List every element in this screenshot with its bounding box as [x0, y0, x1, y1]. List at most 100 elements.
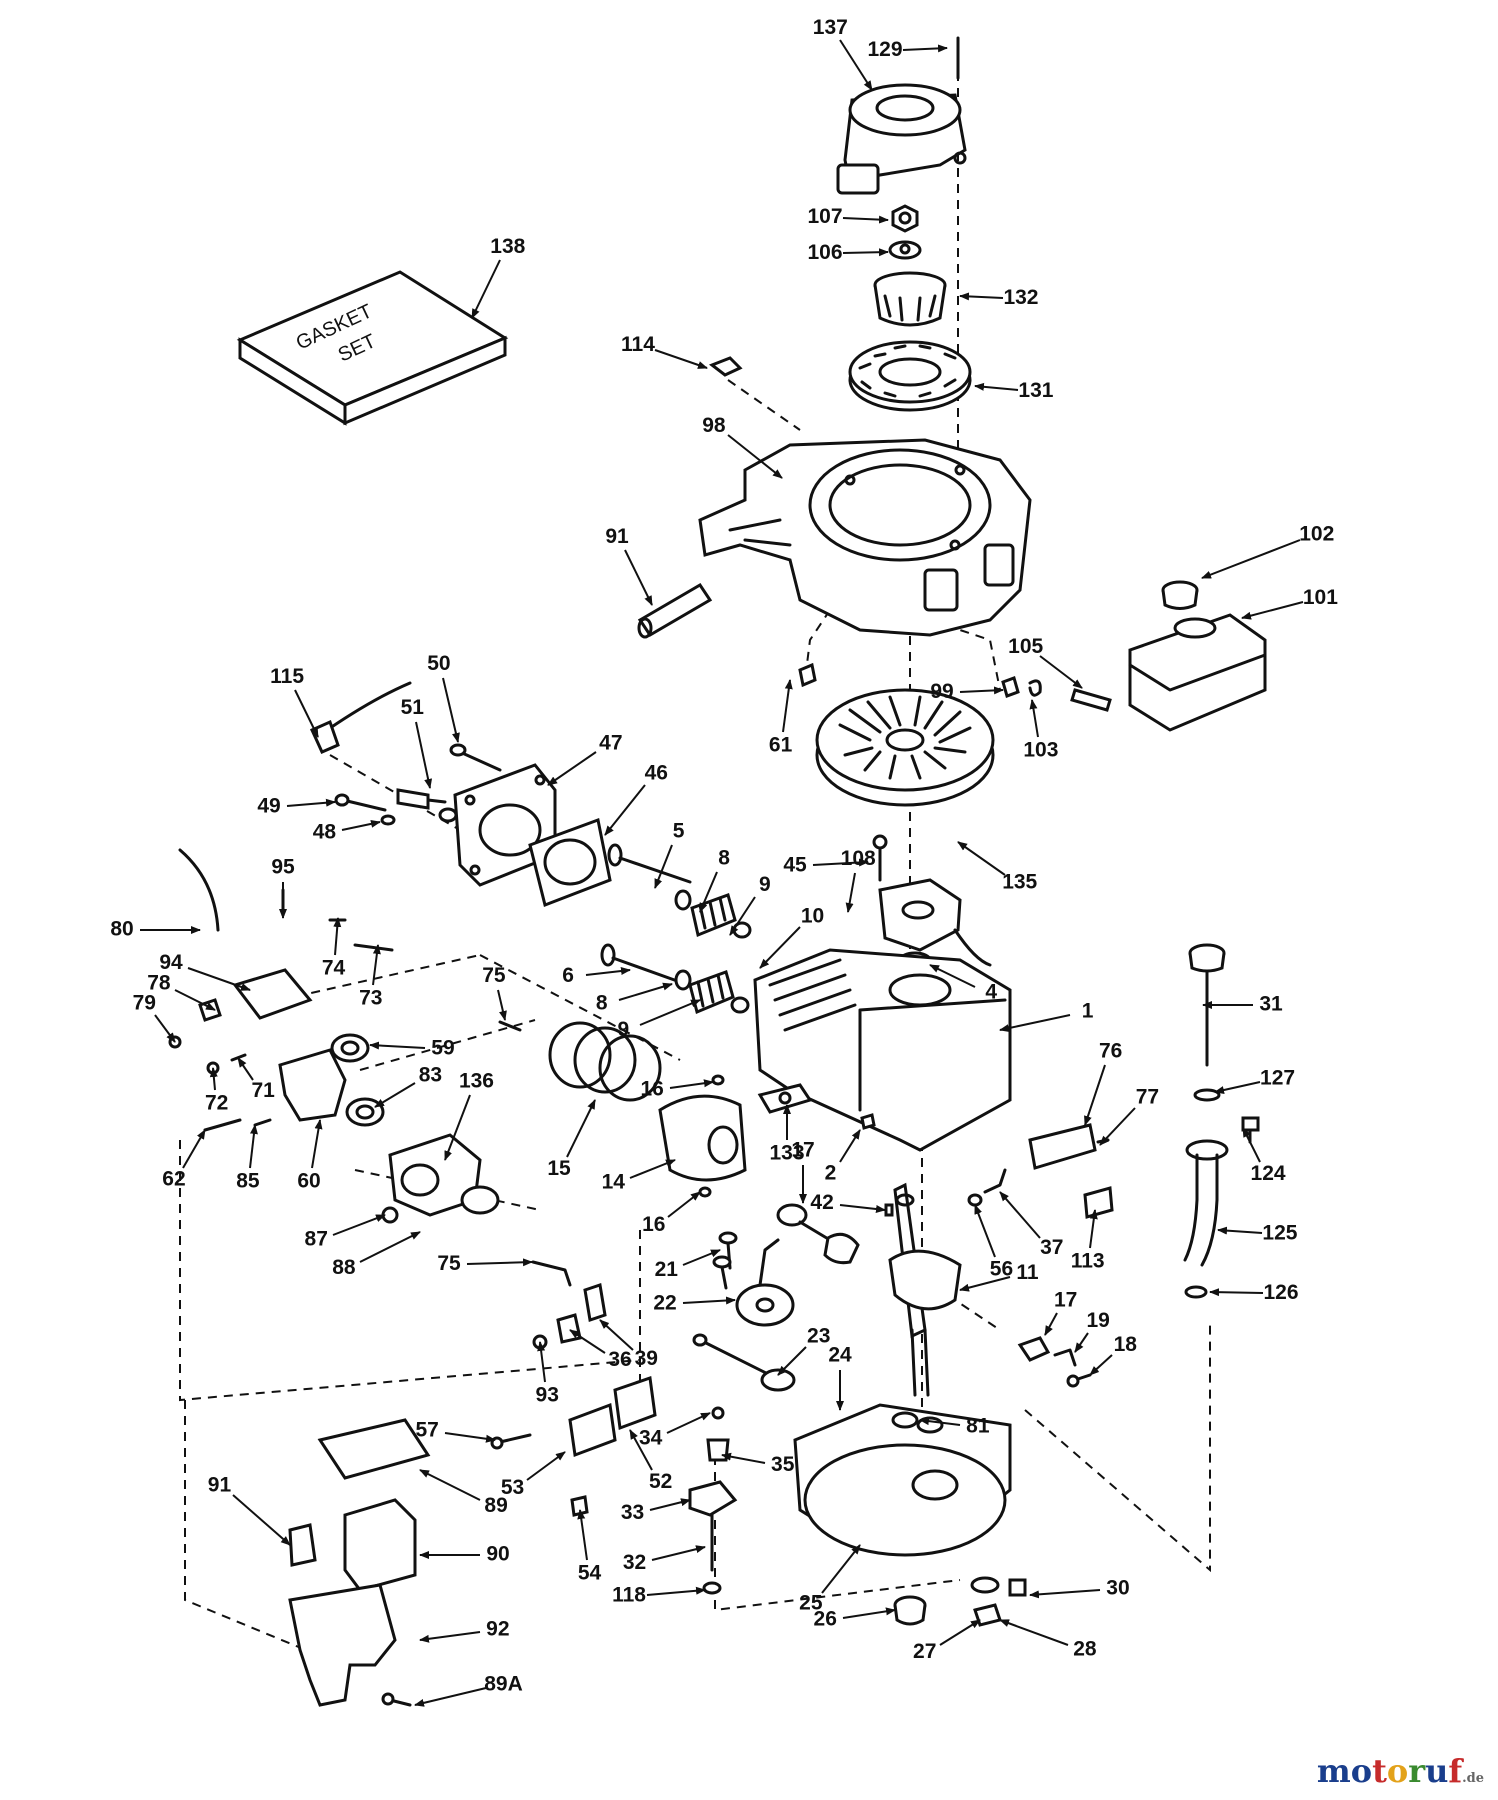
callout-label: 6: [562, 964, 574, 987]
leader-line: [759, 926, 801, 969]
leader-line: [599, 1319, 634, 1351]
callout-81: 81: [919, 1414, 990, 1437]
callout-label: 16: [640, 1077, 663, 1100]
leader-line: [777, 1346, 807, 1376]
leader-line: [585, 967, 631, 976]
callout-label: 57: [415, 1419, 438, 1442]
spark-plug-wire-115: [310, 681, 412, 754]
callout-21: 21: [655, 1249, 721, 1281]
leader-line: [839, 39, 873, 91]
screw-89A: [381, 1692, 412, 1707]
crankshaft-11: [888, 1182, 962, 1397]
leader-line: [654, 844, 673, 889]
bolt-85: [253, 1118, 272, 1127]
clip-114: [708, 356, 743, 377]
watermark-letter: u: [1425, 1752, 1449, 1790]
callout-label: 135: [1002, 871, 1037, 894]
leader-line: [333, 917, 342, 956]
callout-label: 77: [1136, 1085, 1159, 1108]
leader-line: [624, 549, 653, 606]
leader-line: [839, 1129, 861, 1163]
callout-label: 132: [1003, 286, 1038, 309]
crankcase-base-24: [793, 1403, 1012, 1557]
leader-line: [232, 1494, 291, 1546]
callout-108: 108: [841, 847, 876, 913]
callout-102: 102: [1201, 522, 1334, 579]
clip-16a: [711, 1074, 725, 1086]
callout-72: 72: [205, 1067, 228, 1114]
callout-label: 4: [985, 981, 997, 1004]
callout-label: 103: [1023, 738, 1058, 761]
dowel-2: [860, 1113, 876, 1130]
leader-line: [604, 784, 646, 836]
leader-line: [419, 1631, 481, 1643]
callout-15: 15: [547, 1099, 596, 1180]
callout-label: 61: [769, 733, 793, 756]
callout-124: 124: [1242, 1127, 1286, 1185]
governor-lever-39: [583, 1283, 607, 1322]
leader-line: [1201, 539, 1301, 579]
callout-23: 23: [777, 1325, 830, 1376]
leader-line: [577, 1509, 588, 1561]
callout-label: 53: [501, 1476, 524, 1499]
leader-line: [649, 1498, 691, 1511]
valve-5: [607, 843, 692, 884]
callout-label: 9: [759, 873, 771, 896]
callout-25: 25: [799, 1544, 861, 1615]
leader-line: [651, 1545, 706, 1561]
callout-132: 132: [959, 286, 1039, 309]
nut-87: [381, 1206, 399, 1224]
callout-80: 80: [110, 918, 201, 941]
plunger-35: [706, 1438, 730, 1462]
leader-line: [237, 1057, 254, 1081]
callout-label: 138: [490, 235, 525, 258]
leader-line: [1044, 1312, 1058, 1336]
callout-22: 22: [653, 1291, 736, 1314]
leader-line: [782, 679, 793, 733]
callout-label: 98: [702, 414, 726, 437]
callout-label: 31: [1259, 993, 1283, 1016]
callout-77: 77: [1099, 1085, 1159, 1146]
callout-37: 37: [999, 1191, 1063, 1259]
callout-label: 99: [930, 680, 953, 703]
callout-126: 126: [1209, 1281, 1299, 1304]
screw-30: [1008, 1578, 1027, 1597]
callout-47: 47: [547, 732, 623, 786]
callout-label: 71: [251, 1079, 275, 1102]
callout-label: 14: [602, 1171, 626, 1194]
callout-label: 26: [814, 1608, 837, 1631]
callout-label: 92: [486, 1618, 509, 1641]
leader-line: [1209, 1288, 1264, 1297]
piston-rings-15: [548, 1021, 662, 1102]
key-42: [884, 1203, 894, 1217]
callout-label: 27: [913, 1640, 936, 1663]
flywheel-135: [815, 688, 995, 807]
callout-9a: 9: [729, 873, 771, 936]
callout-label: 102: [1299, 522, 1334, 545]
nut-107: [891, 204, 919, 233]
leader-line: [959, 292, 1004, 301]
callout-label: 59: [431, 1036, 454, 1059]
callout-label: 47: [599, 732, 622, 755]
leader-line: [249, 1124, 258, 1169]
leader-line: [154, 1014, 176, 1043]
callout-label: 34: [639, 1426, 663, 1449]
camshaft-22: [735, 1238, 795, 1327]
leader-line: [1242, 1127, 1261, 1163]
leader-line: [729, 896, 756, 936]
callout-93: 93: [536, 1341, 559, 1406]
gasket-88: [460, 1185, 500, 1215]
air-cleaner-body-92: [288, 1583, 397, 1707]
callout-label: 49: [257, 795, 280, 818]
callout-label: 62: [162, 1168, 185, 1191]
leader-line: [939, 1619, 981, 1646]
callout-76: 76: [1084, 1039, 1122, 1126]
callout-27: 27: [913, 1619, 981, 1663]
callout-layer: 1371291071061321381141319810210191105991…: [110, 16, 1338, 1707]
screw-99: [1001, 676, 1020, 698]
callout-103: 103: [1023, 699, 1058, 761]
leader-line: [1214, 1081, 1261, 1094]
callout-label: 23: [807, 1325, 830, 1348]
callout-51: 51: [401, 696, 433, 789]
